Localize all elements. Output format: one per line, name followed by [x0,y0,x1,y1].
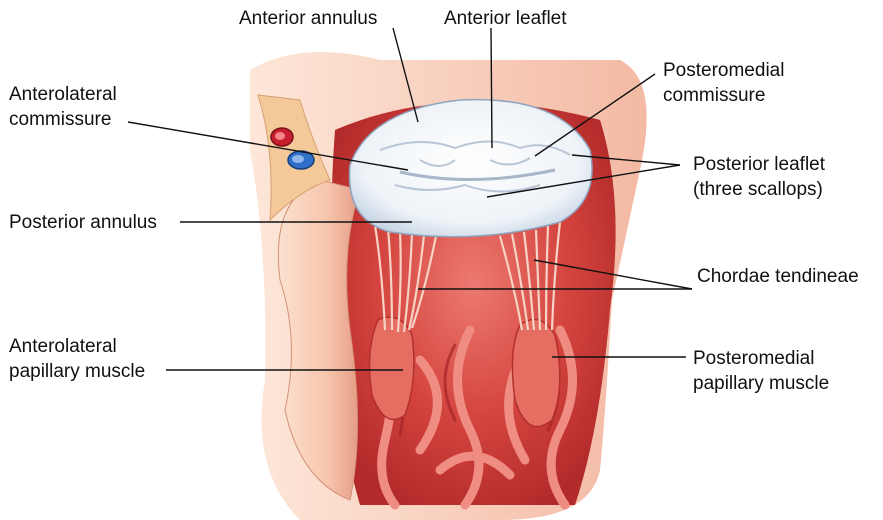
label-anterolateral-commissure-line2: commissure [9,107,117,132]
vein-highlight [292,155,304,163]
leader-anterior-leaflet [491,28,492,148]
label-anterolateral-commissure-line1: Anterolateral [9,82,117,107]
label-posterior-annulus: Posterior annulus [9,210,157,235]
label-anterolateral-papillary-line1: Anterolateral [9,334,145,359]
label-posteromedial-papillary-line1: Posteromedial [693,346,829,371]
label-posterior-leaflet-line1: Posterior leaflet [693,152,825,177]
label-chordae-tendineae: Chordae tendineae [697,264,859,289]
label-posterior-leaflet: Posterior leaflet (three scallops) [693,152,825,202]
artery-highlight [275,132,285,140]
label-anterior-leaflet: Anterior leaflet [444,6,567,31]
label-posteromedial-commissure: Posteromedial commissure [663,58,784,108]
label-anterolateral-papillary-line2: papillary muscle [9,359,145,384]
label-anterolateral-commissure: Anterolateral commissure [9,82,117,132]
label-anterior-annulus: Anterior annulus [239,6,377,31]
label-posterior-leaflet-line2: (three scallops) [693,177,825,202]
posteromedial-papillary-muscle-shape [512,319,559,426]
anterolateral-papillary-muscle-shape [370,317,414,419]
label-posteromedial-commissure-line2: commissure [663,83,784,108]
label-anterolateral-papillary-muscle: Anterolateral papillary muscle [9,334,145,384]
label-posteromedial-papillary-line2: papillary muscle [693,371,829,396]
label-posteromedial-papillary-muscle: Posteromedial papillary muscle [693,346,829,396]
label-posteromedial-commissure-line1: Posteromedial [663,58,784,83]
